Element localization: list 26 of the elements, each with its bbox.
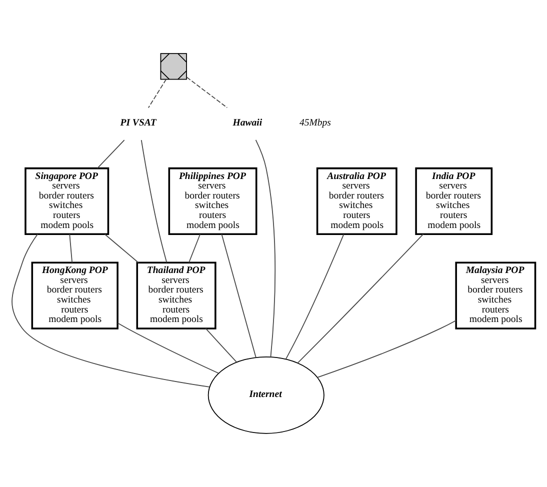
connector [255,140,276,358]
connector [221,234,256,358]
node-box: Thailand POP servers border routers switches routers modem pools [136,262,216,330]
connector [69,234,73,264]
node-text: Hawaii [232,117,262,128]
connector [186,76,228,108]
node-text: PI VSAT [120,117,156,128]
connector [148,78,167,108]
label: 45Mbps [300,117,331,128]
node-ellipse: Internet [208,356,324,434]
node-box: India POP servers border routers switches routers modem pools [415,167,493,236]
connector [297,234,424,364]
connector [117,322,220,374]
node-box: Australia POP servers border routers switches routers modem pools [316,167,398,236]
node-box: Malaysia POP servers border routers switches routers modem pools [455,262,536,330]
node-box: HongKong POP servers border routers switches routers modem pools [31,262,118,330]
connector [316,320,456,378]
node-box: Philippines POP servers border routers switches routers modem pools [168,167,258,236]
connector [140,140,168,263]
connector [104,234,139,264]
node-box: Singapore POP servers border routers switches routers modem pools [24,167,110,236]
connector [12,234,210,388]
connector [205,328,238,363]
connector [97,140,125,169]
connector [188,234,201,264]
connector [285,234,344,360]
